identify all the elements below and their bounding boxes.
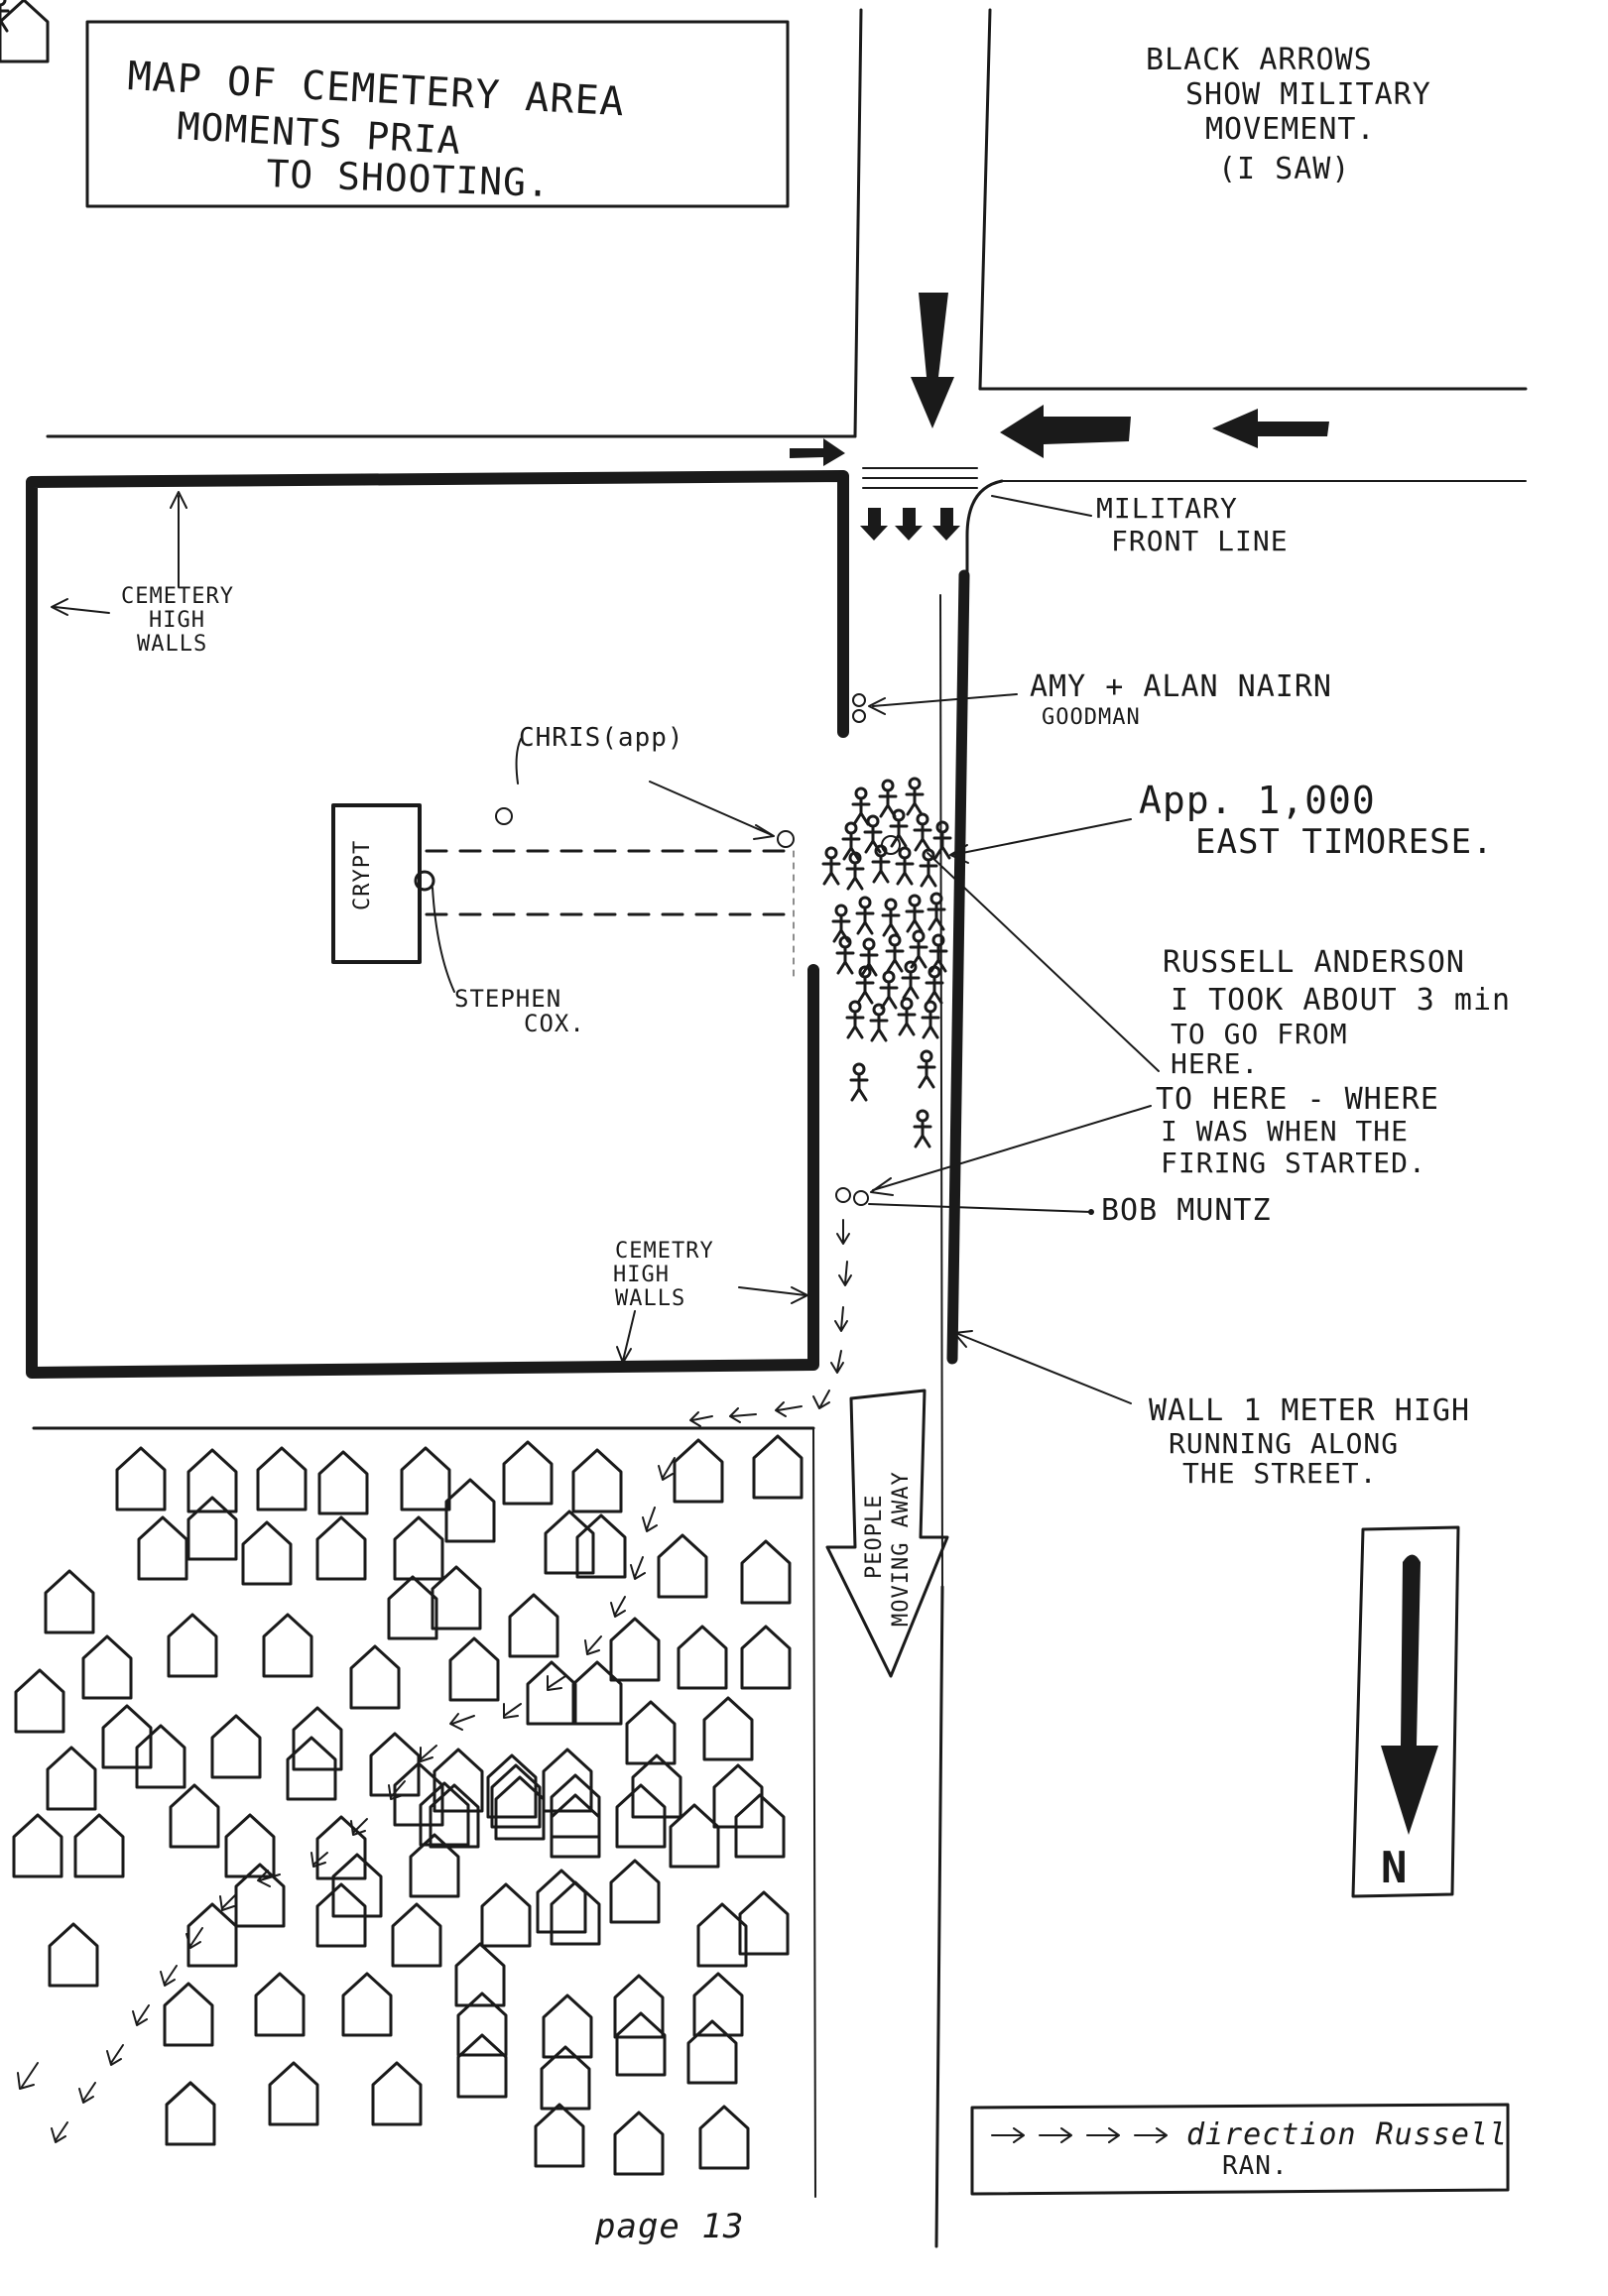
house	[0, 0, 50, 63]
arrow-west-2	[1212, 409, 1329, 448]
front-line-label-2: FRONT LINE	[1111, 525, 1289, 557]
direction-legend: direction Russell RAN.	[970, 2103, 1510, 2196]
north-arrow: N	[1351, 1525, 1460, 1898]
chris-marker: CHRIS(app)	[495, 723, 795, 848]
direction-label-2: RAN.	[1222, 2151, 1289, 2181]
svg-text:CEMETERY: CEMETERY	[121, 584, 234, 609]
military-arrows	[790, 293, 1329, 541]
arrow-down-1	[860, 508, 888, 541]
cemetery-walls-lower-label: CEMETRY HIGH WALLS	[613, 1239, 808, 1364]
svg-text:I TOOK ABOUT 3 min: I TOOK ABOUT 3 min	[1171, 983, 1511, 1018]
svg-text:RUNNING ALONG: RUNNING ALONG	[1169, 1427, 1399, 1460]
bob-marker: BOB MUNTZ	[835, 1187, 1272, 1228]
people-label-1: PEOPLE	[862, 1495, 887, 1579]
street-wall	[946, 569, 970, 1365]
stephen-marker: STEPHEN COX.	[414, 870, 585, 1037]
svg-text:THE STREET.: THE STREET.	[1182, 1457, 1377, 1490]
military-front-line: MILITARY FRONT LINE	[862, 467, 1289, 557]
russell-note: RUSSELL ANDERSON I TOOK ABOUT 3 min TO G…	[870, 835, 1511, 1196]
legend-line-1: BLACK ARROWS	[1146, 43, 1373, 77]
people-moving-away-arrow: PEOPLE MOVING AWAY	[825, 1389, 949, 1678]
stephen-label-1: STEPHEN	[454, 985, 561, 1013]
svg-text:TO HERE - WHERE: TO HERE - WHERE	[1156, 1082, 1439, 1117]
crypt-label: CRYPT	[350, 840, 375, 910]
bob-label: BOB MUNTZ	[1101, 1193, 1272, 1228]
amy-alan-label-2: GOODMAN	[1042, 705, 1141, 730]
north-arrow-icon	[1381, 1554, 1438, 1835]
stephen-label-2: COX.	[524, 1010, 585, 1037]
page-number: page 13	[594, 2207, 744, 2246]
title-box: MAP OF CEMETERY AREA MOMENTS PRIA TO SHO…	[85, 20, 790, 208]
direction-label-1: direction Russell	[1186, 2117, 1508, 2152]
svg-text:WALLS: WALLS	[137, 632, 207, 657]
arrow-down-2	[895, 508, 923, 541]
houses	[0, 0, 804, 2176]
people-label-2: MOVING AWAY	[889, 1471, 914, 1627]
north-label: N	[1381, 1843, 1409, 1893]
cemetery-high-walls	[26, 470, 849, 1379]
arrow-down-3	[932, 508, 960, 541]
svg-text:CEMETRY: CEMETRY	[615, 1239, 714, 1264]
crowd-label-1: App. 1,000	[1139, 779, 1376, 822]
cemetery-walls-label: CEMETERY HIGH WALLS	[51, 491, 234, 657]
svg-text:WALL 1 METER HIGH: WALL 1 METER HIGH	[1149, 1393, 1470, 1428]
arrow-west-1	[1000, 405, 1131, 458]
streets	[32, 8, 1528, 2248]
amy-alan-label-1: AMY + ALAN NAIRN	[1030, 669, 1332, 704]
svg-text:WALLS: WALLS	[615, 1286, 685, 1311]
svg-text:I WAS WHEN THE: I WAS WHEN THE	[1161, 1115, 1409, 1148]
crowd-label: App. 1,000 EAST TIMORESE.	[949, 779, 1494, 864]
crypt: CRYPT	[331, 803, 422, 964]
legend-line-3: MOVEMENT.	[1205, 112, 1376, 147]
arrow-legend: BLACK ARROWS SHOW MILITARY MOVEMENT. (I …	[1146, 43, 1431, 186]
chris-label: CHRIS(app)	[519, 723, 684, 753]
crowd-label-2: EAST TIMORESE.	[1195, 822, 1494, 862]
svg-text:HIGH: HIGH	[613, 1263, 670, 1287]
front-line-label-1: MILITARY	[1096, 492, 1238, 525]
svg-text:HIGH: HIGH	[149, 608, 205, 633]
svg-text:TO GO FROM: TO GO FROM	[1171, 1018, 1348, 1050]
title-line-3: TO SHOOTING.	[266, 152, 552, 205]
russell-path	[17, 1219, 852, 2143]
svg-text:FIRING STARTED.: FIRING STARTED.	[1161, 1147, 1426, 1179]
svg-text:RUSSELL ANDERSON: RUSSELL ANDERSON	[1163, 945, 1465, 980]
legend-line-2: SHOW MILITARY	[1185, 77, 1431, 112]
svg-text:HERE.: HERE.	[1171, 1047, 1259, 1080]
wall-label: WALL 1 METER HIGH RUNNING ALONG THE STRE…	[953, 1330, 1470, 1490]
legend-line-4: (I SAW)	[1218, 152, 1350, 186]
arrow-east	[790, 438, 845, 466]
amy-alan-marker: AMY + ALAN NAIRN GOODMAN	[852, 669, 1332, 730]
arrow-south-down	[911, 293, 954, 428]
